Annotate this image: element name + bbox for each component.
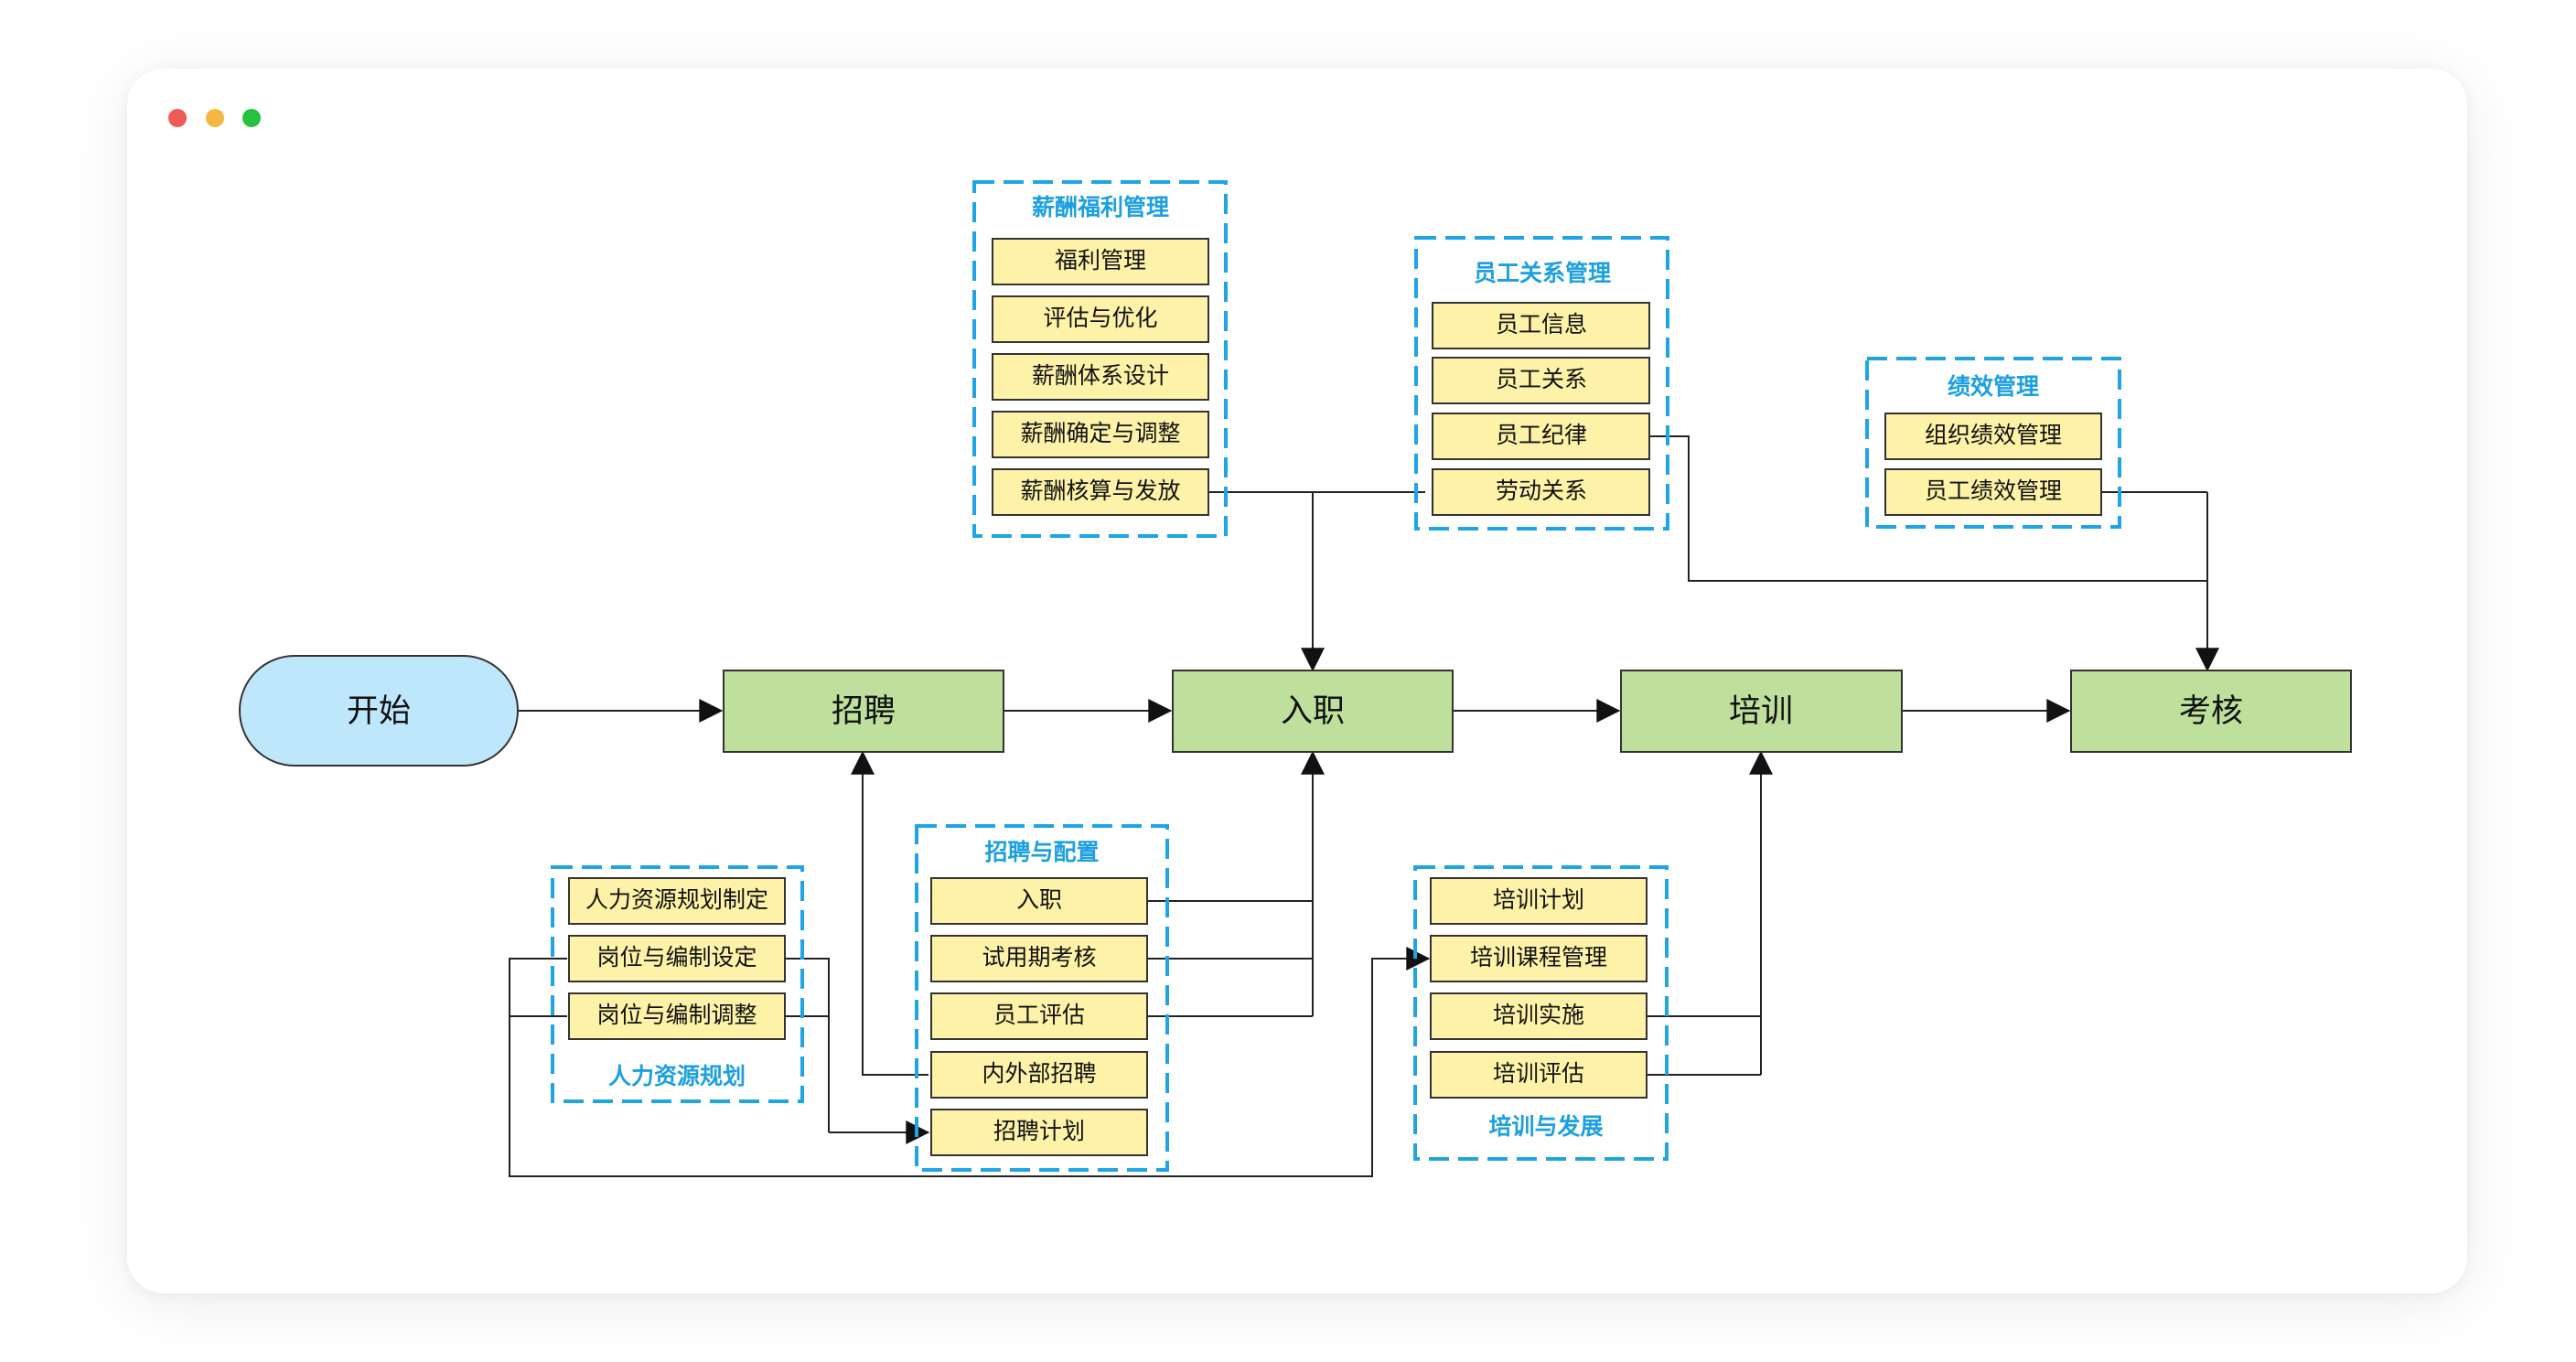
salary-item-box[interactable] [992, 411, 1209, 458]
performance-item-box[interactable] [1884, 413, 2102, 460]
group-relations-title: 员工关系管理 [1474, 260, 1611, 286]
development-item-box[interactable] [1430, 935, 1648, 982]
assess-node[interactable]: 考核 [2070, 670, 2352, 753]
arrow-internal-external-to-recruit [851, 750, 928, 1076]
staffing-item-box[interactable] [930, 877, 1148, 925]
train-node[interactable]: 培训 [1620, 670, 1903, 753]
start-label: 开始 [347, 693, 411, 730]
salary-item-label: 评估与优化 [1043, 305, 1157, 331]
development-item-box[interactable] [1430, 877, 1648, 925]
relations-item-label: 员工纪律 [1496, 422, 1587, 448]
window-maximize-dot[interactable] [242, 109, 261, 127]
salary-item-label: 薪酬体系设计 [1032, 362, 1169, 389]
development-item-label: 培训计划 [1493, 886, 1584, 913]
planning-item-box[interactable] [568, 992, 786, 1040]
staffing-item-label: 试用期考核 [982, 944, 1096, 971]
salary-item-label: 薪酬确定与调整 [1020, 420, 1180, 446]
window-close-dot[interactable] [168, 109, 187, 127]
salary-item-box[interactable] [992, 238, 1209, 285]
group-development-title: 培训与发展 [1488, 1113, 1603, 1140]
recruit-node[interactable]: 招聘 [723, 670, 1004, 753]
line-planning-loop [509, 958, 567, 1017]
arrow-planning-to-course [509, 947, 1431, 1177]
salary-item-box[interactable] [992, 468, 1209, 516]
planning-item-label: 人力资源规划制定 [585, 886, 768, 913]
planning-item-label: 岗位与编制设定 [596, 944, 757, 971]
relations-item-box[interactable] [1432, 302, 1650, 349]
development-item-label: 培训实施 [1493, 1002, 1584, 1028]
performance-item-label: 组织绩效管理 [1925, 422, 2062, 448]
group-relations: 员工关系管理 员工信息 员工关系 员工纪律 劳动关系 [1414, 236, 1669, 531]
development-item-box[interactable] [1430, 992, 1648, 1040]
recruit-label: 招聘 [832, 693, 896, 730]
planning-item-box[interactable] [568, 935, 786, 982]
onboard-label: 入职 [1281, 693, 1345, 730]
group-salary-title: 薪酬福利管理 [1032, 194, 1169, 220]
staffing-item-label: 招聘计划 [993, 1118, 1085, 1144]
relations-item-box[interactable] [1432, 413, 1650, 460]
planning-item-label: 岗位与编制调整 [596, 1002, 757, 1028]
window-minimize-dot[interactable] [206, 109, 224, 127]
onboard-node[interactable]: 入职 [1172, 670, 1454, 753]
salary-item-box[interactable] [992, 295, 1209, 343]
line-position-set-to-plan [782, 958, 830, 1132]
staffing-item-label: 员工评估 [993, 1002, 1085, 1028]
train-label: 培训 [1729, 693, 1793, 730]
group-development: 培训计划 培训课程管理 培训实施 培训评估 培训与发展 [1413, 865, 1669, 1161]
planning-item-box[interactable] [568, 877, 786, 925]
staffing-item-label: 入职 [1016, 886, 1062, 913]
start-node[interactable]: 开始 [239, 655, 519, 767]
development-item-label: 培训课程管理 [1470, 944, 1607, 971]
performance-item-box[interactable] [1884, 468, 2102, 516]
relations-item-label: 劳动关系 [1496, 477, 1587, 504]
relations-item-box[interactable] [1432, 468, 1650, 516]
group-salary: 薪酬福利管理 福利管理 评估与优化 薪酬体系设计 薪酬确定与调整 薪酬核算与发放 [972, 180, 1228, 538]
group-staffing-title: 招聘与配置 [984, 839, 1099, 865]
relations-item-label: 员工关系 [1496, 366, 1587, 392]
staffing-item-box[interactable] [930, 935, 1148, 982]
salary-item-label: 薪酬核算与发放 [1020, 477, 1180, 504]
group-planning-title: 人力资源规划 [608, 1063, 746, 1089]
staffing-item-label: 内外部招聘 [982, 1060, 1096, 1087]
salary-item-box[interactable] [992, 353, 1209, 401]
development-item-box[interactable] [1430, 1051, 1648, 1099]
staffing-item-box[interactable] [930, 1051, 1148, 1099]
staffing-item-box[interactable] [930, 1109, 1148, 1156]
development-item-label: 培训评估 [1493, 1060, 1584, 1087]
relations-item-box[interactable] [1432, 357, 1650, 404]
assess-label: 考核 [2179, 693, 2243, 730]
salary-item-label: 福利管理 [1055, 247, 1146, 273]
group-staffing: 招聘与配置 入职 试用期考核 员工评估 内外部招聘 招聘计划 [915, 824, 1169, 1172]
connector-lines [509, 435, 2219, 1177]
staffing-item-box[interactable] [930, 992, 1148, 1040]
relations-item-label: 员工信息 [1496, 311, 1587, 338]
group-performance: 绩效管理 组织绩效管理 员工绩效管理 [1865, 357, 2121, 529]
performance-item-label: 员工绩效管理 [1925, 477, 2062, 504]
group-planning: 人力资源规划制定 岗位与编制设定 岗位与编制调整 人力资源规划 [551, 865, 804, 1103]
group-performance-title: 绩效管理 [1948, 373, 2039, 400]
